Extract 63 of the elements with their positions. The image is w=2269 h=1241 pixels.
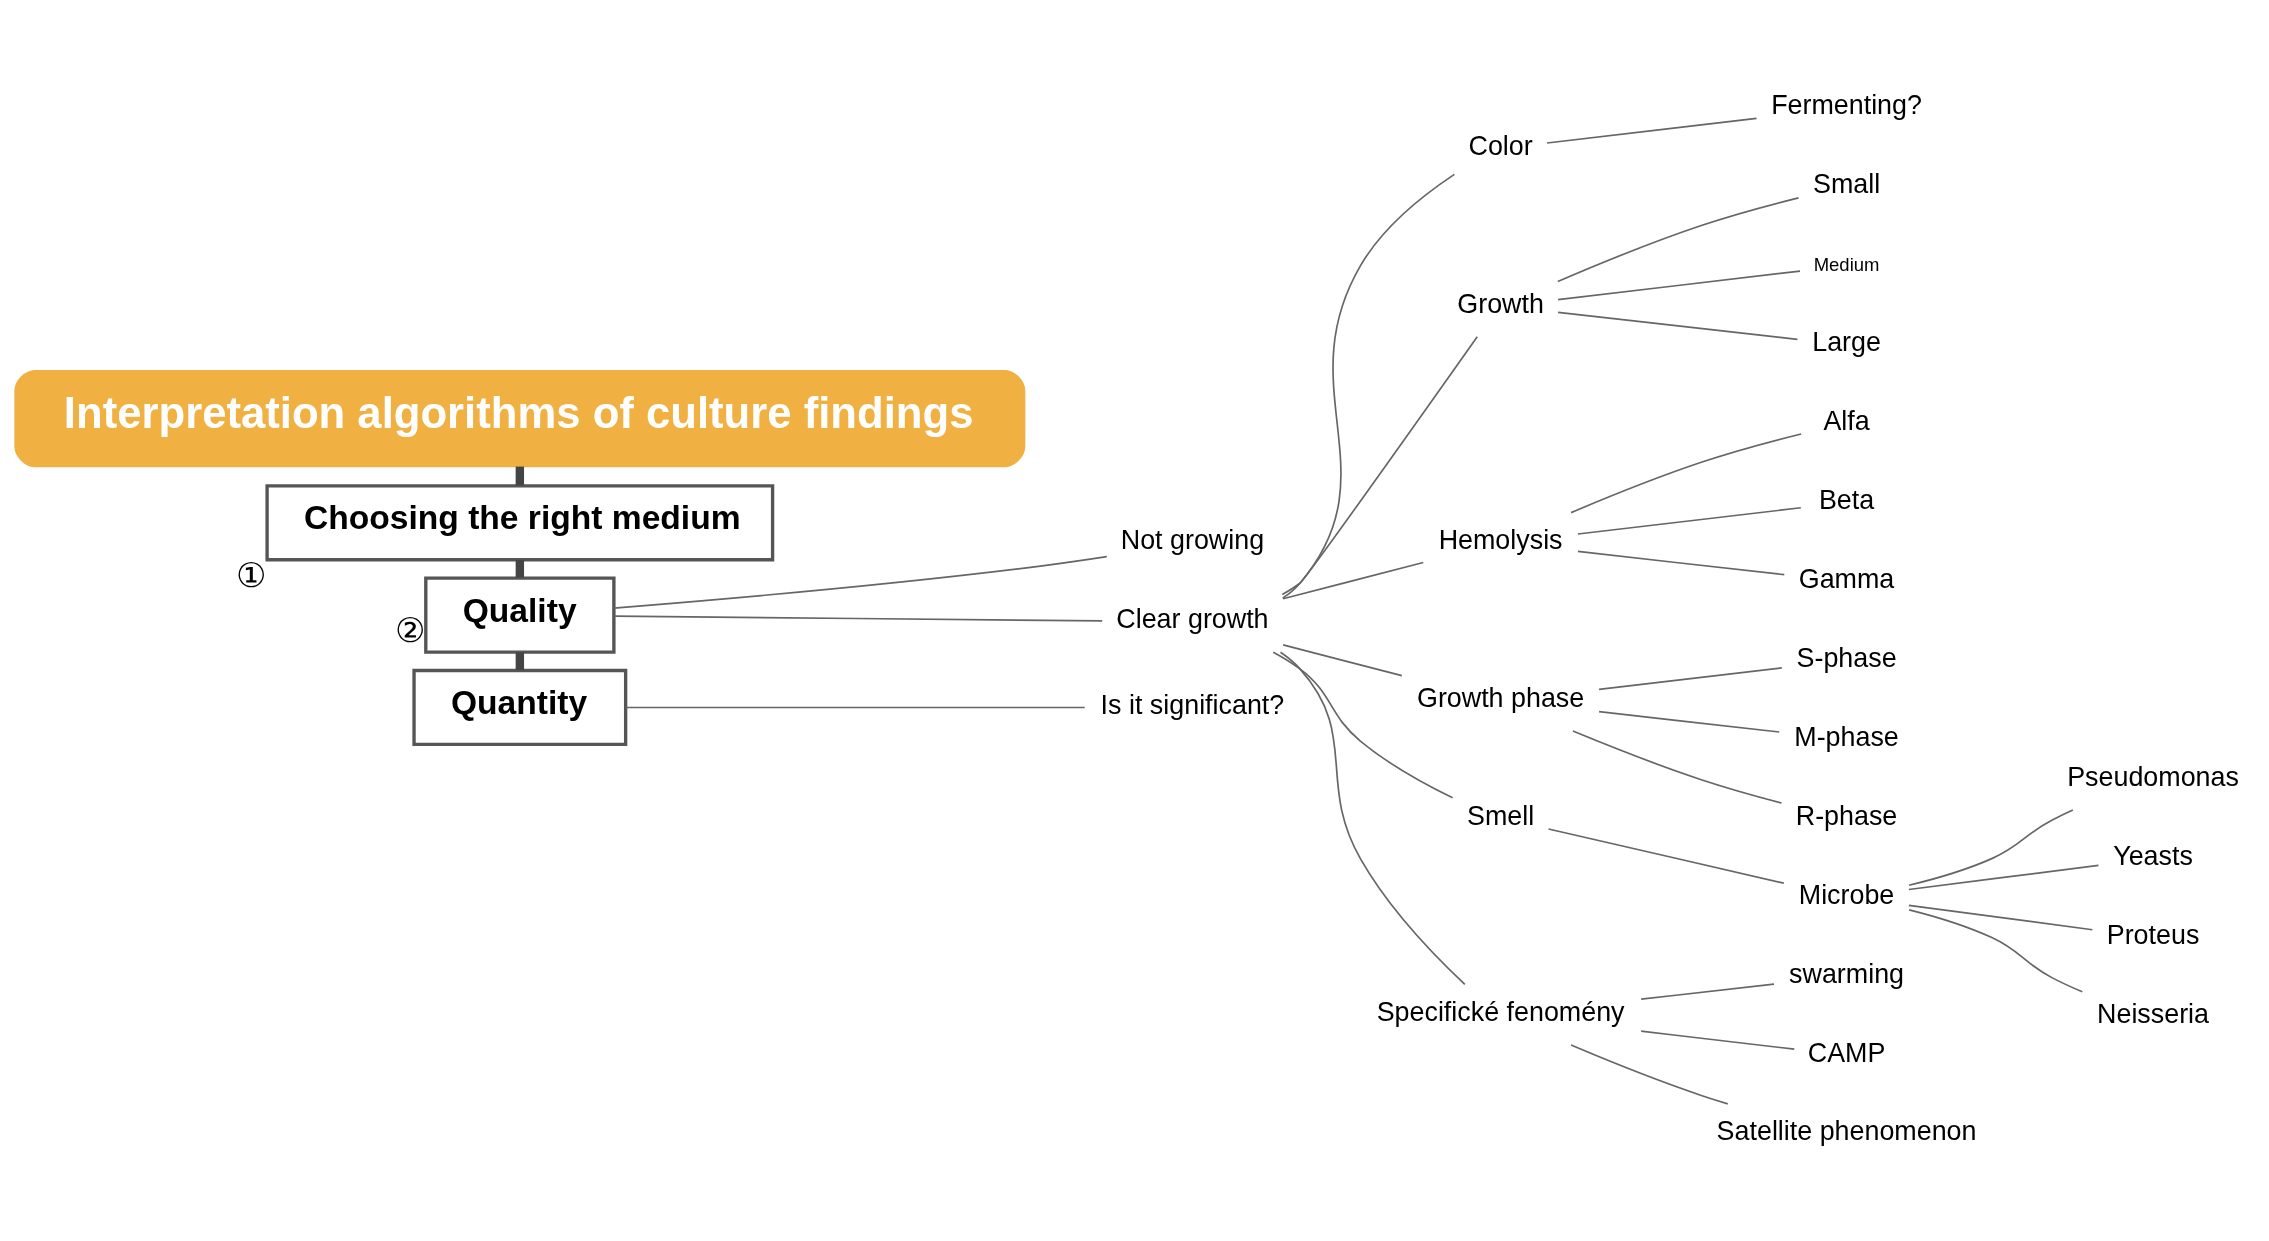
node-box: Interpretation algorithms of culture findings <box>14 369 1026 467</box>
node-text: Not growing <box>1120 524 1265 555</box>
node-box: Quality <box>424 576 616 654</box>
connector <box>1282 561 1425 600</box>
node-text: Growth phase <box>1417 682 1585 713</box>
connector <box>1577 550 1786 576</box>
node-text: Pseudomonas <box>2067 761 2239 792</box>
connector <box>625 706 1086 708</box>
node-text: Yeasts <box>2113 840 2193 871</box>
connector <box>1557 269 1801 300</box>
connector <box>1908 904 2094 931</box>
node-text: Growth <box>1457 288 1544 318</box>
node-text: Neisseria <box>2097 998 2210 1029</box>
node-text: CAMP <box>1807 1037 1886 1067</box>
connector <box>1281 335 1479 595</box>
node-text: Beta <box>1818 484 1875 515</box>
connector <box>1908 808 2074 886</box>
node-box: Quantity <box>412 668 628 746</box>
node-text: Small <box>1812 168 1881 199</box>
node-text: Fermenting? <box>1771 89 1922 120</box>
connector <box>1279 650 1466 985</box>
connector <box>515 466 525 485</box>
node-text: R-phase <box>1795 800 1898 831</box>
connector <box>1577 506 1802 535</box>
connector <box>1572 729 1783 804</box>
connector <box>1547 827 1785 884</box>
connector <box>1908 908 2084 993</box>
connector <box>1546 117 1758 144</box>
connector <box>1640 982 1775 1000</box>
node-text: Smell <box>1467 800 1535 831</box>
connector <box>1272 650 1454 799</box>
node-box: Choosing the right medium <box>265 483 775 561</box>
node-text: Proteus <box>2106 919 2200 950</box>
connector <box>1908 864 2100 890</box>
node-text: Clear growth <box>1116 603 1269 634</box>
connector <box>1570 1043 1729 1105</box>
node-text: Gamma <box>1798 563 1895 594</box>
connector <box>1570 432 1802 513</box>
node-text: Medium <box>1813 253 1880 275</box>
connector <box>1598 710 1781 733</box>
node-text: M-phase <box>1794 721 1899 752</box>
connector <box>613 555 1108 609</box>
connector <box>1281 173 1456 599</box>
connector <box>1556 196 1800 282</box>
node-text: Hemolysis <box>1438 524 1563 555</box>
node-text: swarming <box>1789 958 1905 989</box>
connector <box>515 559 525 578</box>
connector <box>1640 1029 1796 1050</box>
connector <box>1598 666 1783 690</box>
node-label: ① <box>236 556 267 594</box>
node-text: Alfa <box>1823 405 1870 436</box>
connector <box>1557 311 1799 340</box>
node-text: Satellite phenomenon <box>1716 1115 1977 1146</box>
connector <box>1282 643 1403 676</box>
connector <box>613 614 1104 622</box>
node-text: S-phase <box>1796 642 1897 673</box>
node-text: Color <box>1468 130 1533 161</box>
node-text: Microbe <box>1798 879 1895 910</box>
node-label: ② <box>394 611 425 649</box>
connector <box>515 651 525 670</box>
node-text: Large <box>1812 326 1881 357</box>
node-text: Specifické fenomény <box>1376 996 1625 1027</box>
node-text: Is it significant? <box>1100 689 1285 720</box>
